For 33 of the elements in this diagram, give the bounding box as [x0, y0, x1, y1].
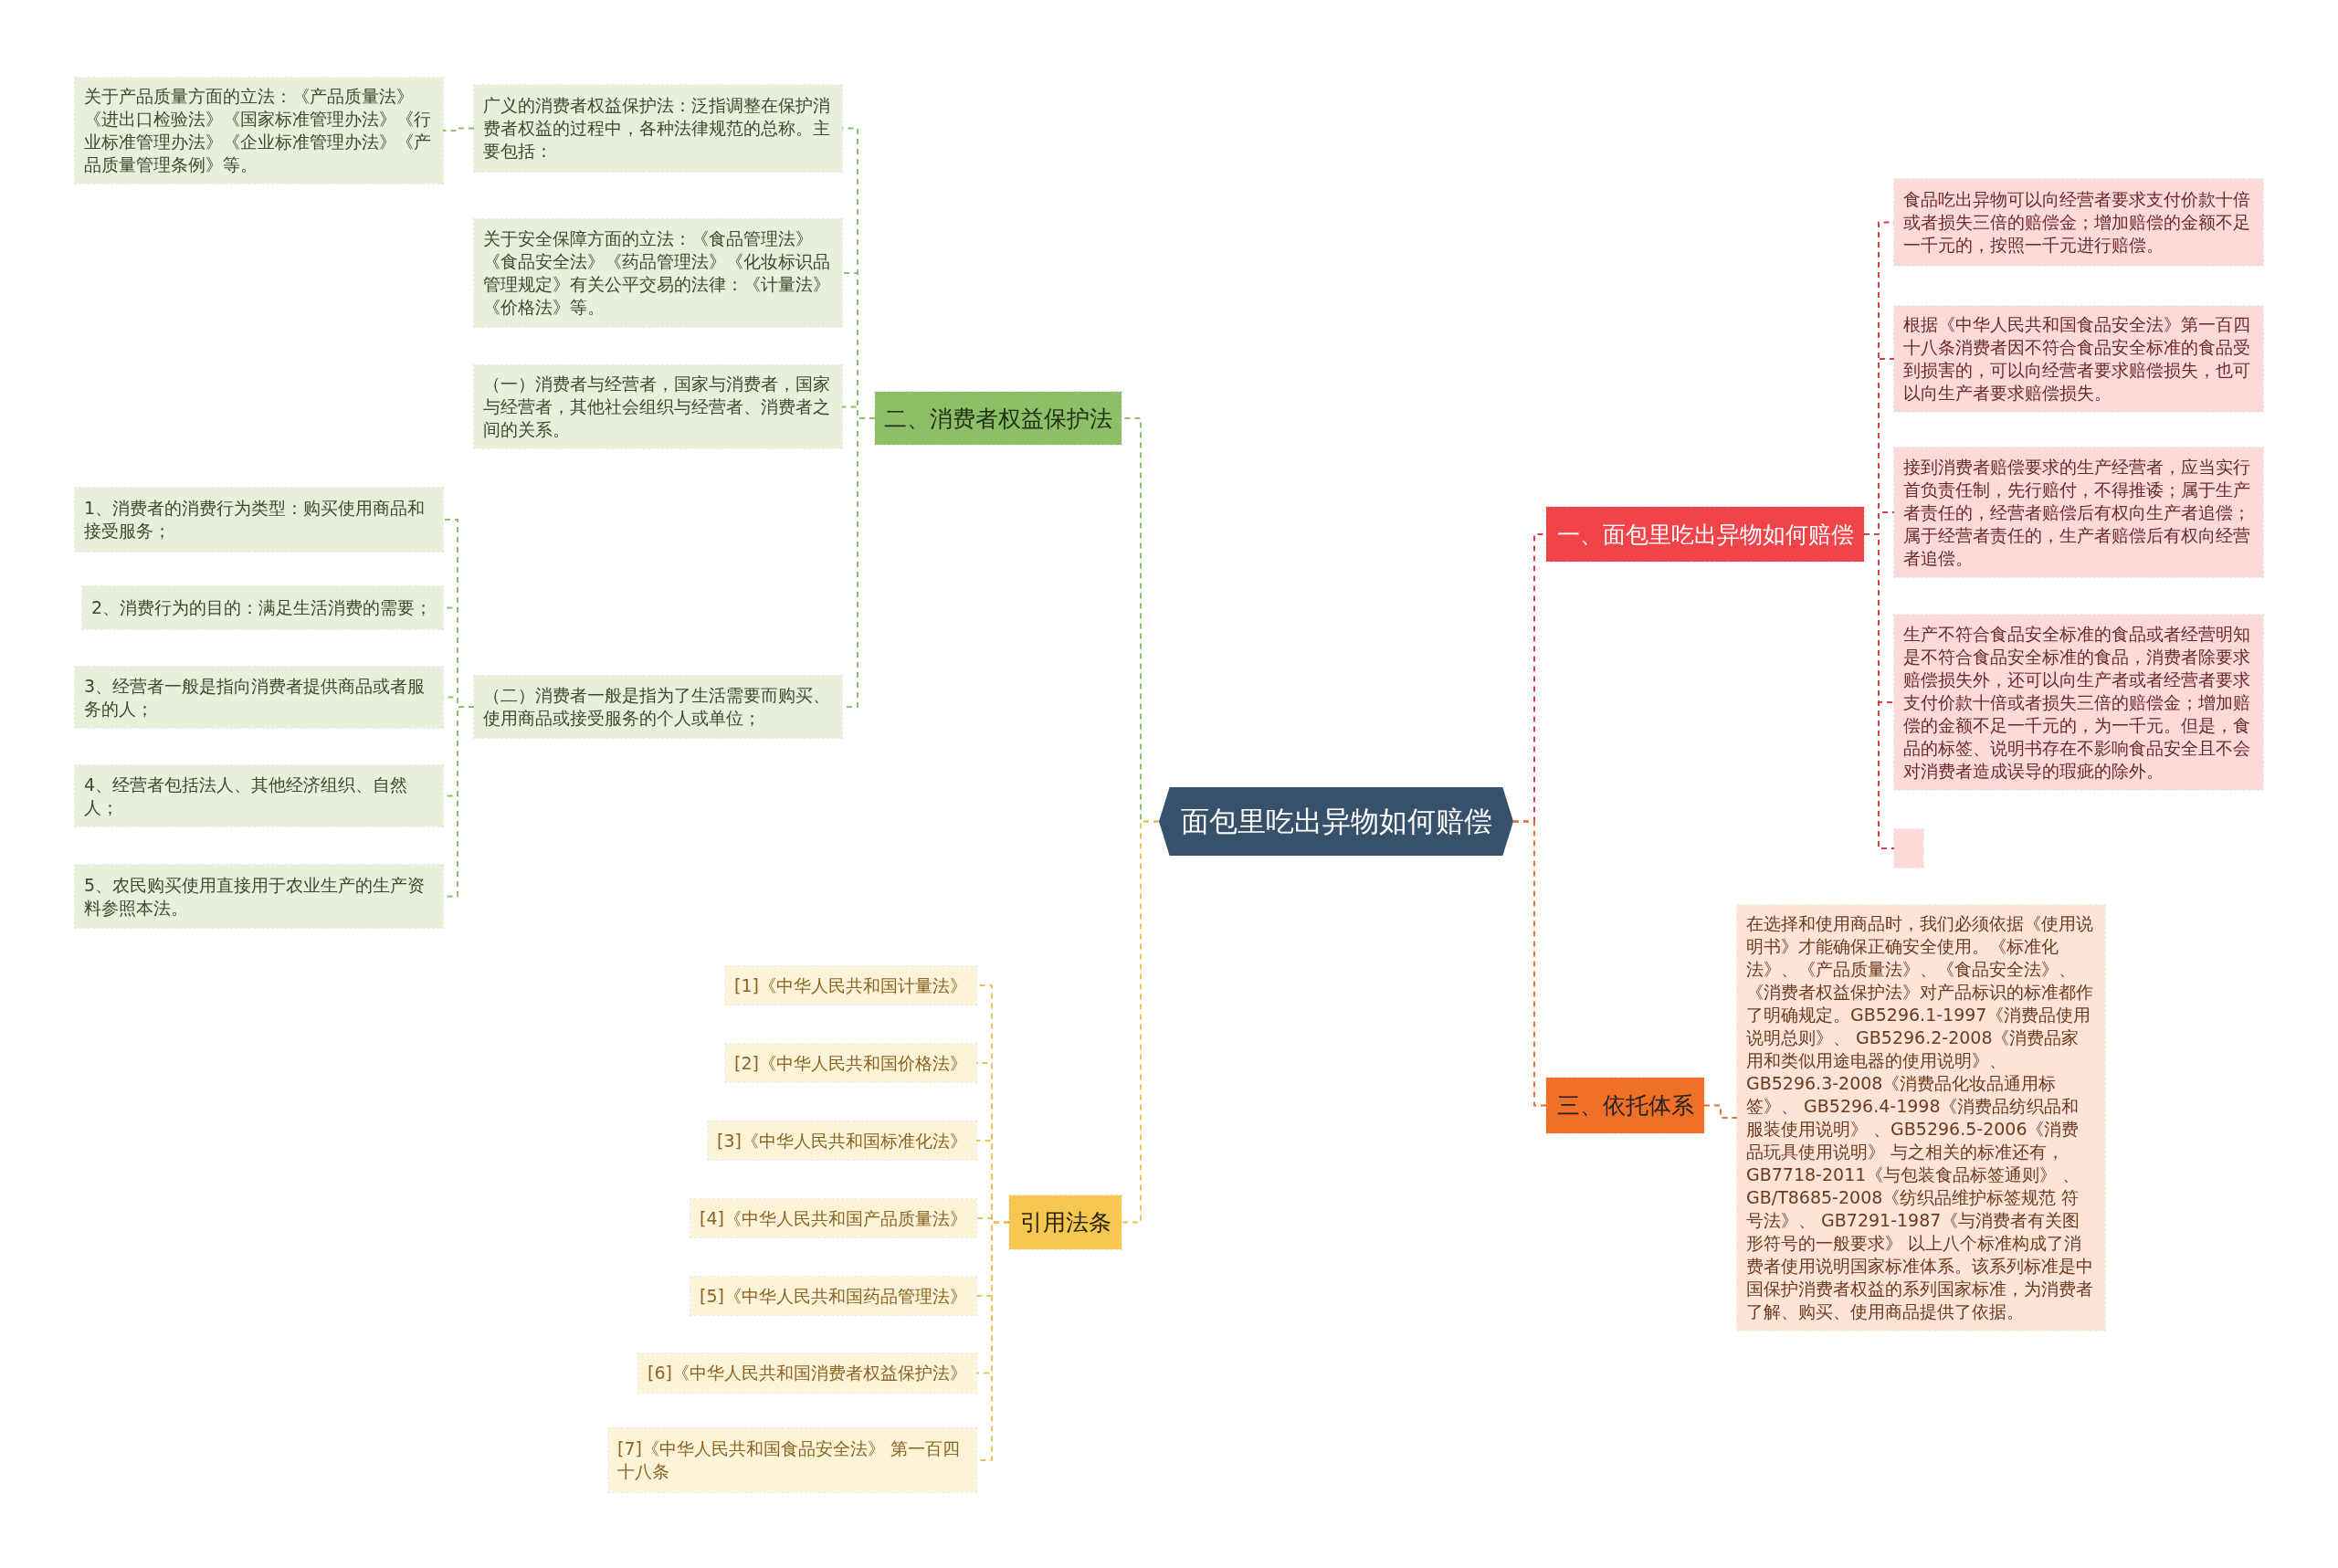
subtopic-box: 关于安全保障方面的立法：《食品管理法》《食品安全法》《药品管理法》《化妆标识品管理规定》有关公平交易的法律：《计量法》《价格法》等。 [474, 219, 842, 327]
subtopic-box: 广义的消费者权益保护法：泛指调整在保护消费者权益的过程中，各种法律规范的总称。主要包括： [474, 85, 842, 172]
subtopic-box: [6]《中华人民共和国消费者权益保护法》 [638, 1353, 976, 1393]
connector-line [1703, 1104, 1738, 1119]
subtopic-box: 2、消费行为的目的：满足生活消费的需要； [82, 586, 443, 629]
subtopic-box: （一）消费者与经营者，国家与消费者，国家与经营者，其他社会组织与经营者、消费者之间的关系。 [474, 365, 842, 448]
subtopic-box: [3]《中华人民共和国标准化法》 [708, 1121, 976, 1160]
connector-line [1863, 533, 1895, 849]
subtopic-box: 3、经营者一般是指向消费者提供商品或者服务的人； [75, 667, 443, 728]
subtopic-box: 关于产品质量方面的立法：《产品质量法》《进出口检验法》《国家标准管理办法》《行业标准管理办法》《企业标准管理办法》《产品质量管理条例》等。 [75, 78, 443, 184]
branch-topic-box: 三、依托体系 [1546, 1078, 1704, 1133]
subtopic-box: 在选择和使用商品时，我们必须依据《使用说明书》才能确保正确安全使用。《标准化法》、《产品质量法》、《食品安全法》、《消费者权益保护法》对产品标识的标准都作了明确规定。GB5296.1-1997《消费品使用说明总则》、 GB5296.2-2008《消费品家用和类似用途电器的使用说明》、 GB5296.3-2008《消费品化妆品通用标签》、 GB5296.4-1998《消费品纺织品和服装使用说明》 、GB5296.5-2006《消费品玩具使用说明》 与之相关的标准还有， GB7718-2011《与包装食品标签通则》 、GB/T8685-2008《纺织品维护标签规范 符号法》、 GB7291-1987《与消费者有关图形符号的一般要求》 以上八个标准构成了消费者使用说明国家标准体系。该系列标准是中国保护消费者权益的系列国家标准，为消费者了解、购买、使用商品提供了依据。 [1737, 905, 2105, 1331]
connector-line [1512, 820, 1547, 1107]
branch-topic-box: 二、消费者权益保护法 [875, 392, 1122, 445]
central-topic-hexagon: 面包里吃出异物如何赔偿 [1159, 787, 1513, 856]
branch-topic-box: 一、面包里吃出异物如何赔偿 [1546, 507, 1864, 562]
subtopic-box: 接到消费者赔偿要求的生产经营者，应当实行首负责任制，先行赔付，不得推诿；属于生产者责任的，经营者赔偿后有权向生产者追偿；属于经营者责任的，生产者赔偿后有权向经营者追偿。 [1894, 447, 2263, 577]
subtopic-box: 生产不符合食品安全标准的食品或者经营明知是不符合食品安全标准的食品，消费者除要求赔偿损失外，还可以向生产者或者经营者要求支付价款十倍或者损失三倍的赔偿金；增加赔偿的金额不足一千元的，为一千元。但是，食品的标签、说明书存在不影响食品安全且不会对消费者造成误导的瑕疵的除外。 [1894, 615, 2263, 790]
subtopic-box: 5、农民购买使用直接用于农业生产的生产资料参照本法。 [75, 865, 443, 928]
subtopic-box: [2]《中华人民共和国价格法》 [725, 1044, 976, 1082]
subtopic-box: [1]《中华人民共和国计量法》 [725, 966, 976, 1005]
subtopic-box: 根据《中华人民共和国食品安全法》第一百四十八条消费者因不符合食品安全标准的食品受到损害的，可以向经营者要求赔偿损失，也可以向生产者要求赔偿损失。 [1894, 306, 2263, 412]
connector-line [442, 127, 475, 132]
subtopic-box: [4]《中华人民共和国产品质量法》 [690, 1199, 976, 1237]
subtopic-box: 4、经营者包括法人、其他经济组织、自然人； [75, 765, 443, 826]
subtopic-box: （二）消费者一般是指为了生活需要而购买、使用商品或接受服务的个人或单位； [474, 676, 842, 738]
subtopic-box: [5]《中华人民共和国药品管理法》 [690, 1277, 976, 1315]
empty-box [1894, 829, 1923, 868]
connector-line [1121, 820, 1160, 1224]
branch-topic-box: 引用法条 [1009, 1195, 1122, 1249]
subtopic-box: 1、消费者的消费行为类型：购买使用商品和接受服务； [75, 488, 443, 552]
subtopic-box: [7]《中华人民共和国食品安全法》 第一百四十八条 [608, 1428, 976, 1492]
subtopic-box: 食品吃出异物可以向经营者要求支付价款十倍或者损失三倍的赔偿金；增加赔偿的金额不足一千元的，按照一千元进行赔偿。 [1894, 179, 2263, 266]
